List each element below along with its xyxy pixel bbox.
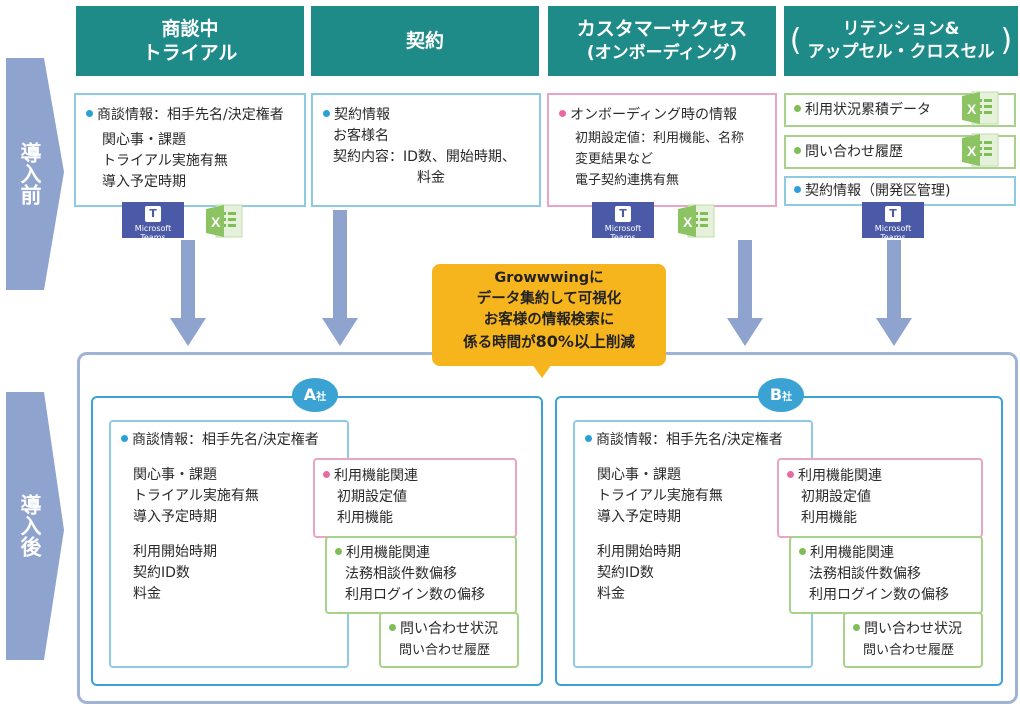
bullet-icon: [86, 109, 93, 117]
company-a-main-box: 商談情報：相手先名/決定権者 関心事・課題 トライアル実施有無 導入予定時期 利…: [109, 420, 349, 668]
bullet-icon: [335, 547, 342, 555]
excel-icon: X: [678, 204, 715, 238]
bullet-icon: [389, 623, 396, 631]
svg-text:X: X: [211, 214, 221, 230]
svg-text:X: X: [967, 143, 977, 159]
company-b-badge: B社: [758, 378, 804, 412]
excel-icon: X: [962, 133, 999, 167]
bullet-icon: [794, 185, 801, 193]
bullet-icon: [799, 547, 806, 555]
header-contract: 契約: [311, 6, 539, 76]
header-retention: ( リテンション&アップセル・クロスセル ): [784, 6, 1018, 76]
bullet-icon: [559, 109, 566, 117]
bullet-icon: [794, 104, 801, 112]
bullet-icon: [323, 470, 330, 478]
company-a-feature-box: 利用機能関連 初期設定値 利用機能: [313, 458, 517, 538]
before-box-onboarding: オンボーディング時の情報 初期設定値：利用機能、名称 変更結果など 電子契約連携…: [547, 93, 777, 207]
excel-icon: X: [962, 91, 999, 125]
bullet-icon: [794, 146, 801, 154]
bullet-icon: [585, 434, 592, 442]
header-customer-success: カスタマーサクセス(オンボーディング): [548, 6, 776, 76]
stage-arrow-before: [6, 58, 64, 290]
bullet-icon: [323, 109, 330, 117]
company-b-inquiry-box: 問い合わせ状況 問い合わせ履歴: [843, 612, 983, 668]
svg-text:X: X: [967, 101, 977, 117]
stage-arrow-after: [6, 392, 64, 660]
stage-label-after: 導入後: [18, 494, 42, 557]
header-trial: 商談中トライアル: [76, 6, 304, 76]
stage-label-before: 導入前: [18, 142, 42, 205]
callout-growwwing: Growwwingに データ集約して可視化 お客様の情報検索に 係る時間が80%…: [432, 264, 666, 366]
before-box-trial: 商談情報：相手先名/決定権者 関心事・課題 トライアル実施有無 導入予定時期: [74, 93, 306, 207]
company-b-feature-box: 利用機能関連 初期設定値 利用機能: [777, 458, 983, 538]
excel-icon: X: [206, 204, 243, 238]
company-a-badge: A社: [292, 378, 338, 412]
stage-arrows: [6, 58, 64, 660]
before-box-contract: 契約情報 お客様名 契約内容：ID数、開始時期、 料金: [311, 93, 541, 207]
bullet-icon: [787, 470, 794, 478]
company-b-main-box: 商談情報：相手先名/決定権者 関心事・課題 トライアル実施有無 導入予定時期 利…: [573, 420, 813, 668]
company-a-usage-box: 利用機能関連 法務相談件数偏移 利用ログイン数の偏移: [325, 536, 517, 614]
bullet-icon: [853, 623, 860, 631]
company-a-inquiry-box: 問い合わせ状況 問い合わせ履歴: [379, 612, 519, 668]
company-b-usage-box: 利用機能関連 法務相談件数偏移 利用ログイン数の偏移: [789, 536, 983, 614]
callout-pointer: [532, 364, 552, 378]
svg-text:X: X: [683, 214, 693, 230]
bullet-icon: [121, 434, 128, 442]
